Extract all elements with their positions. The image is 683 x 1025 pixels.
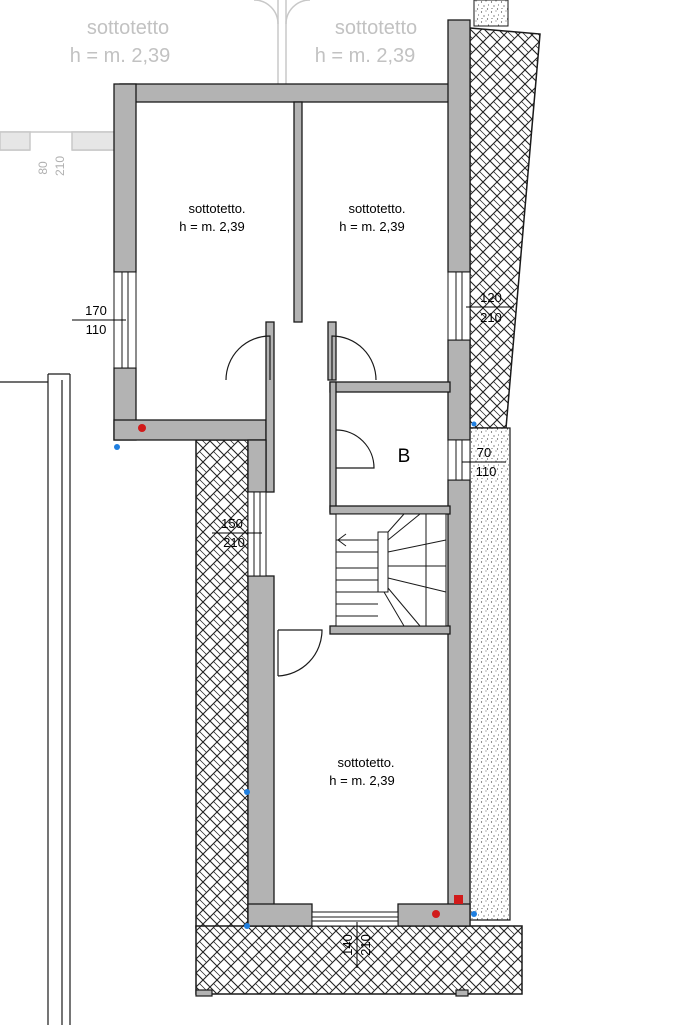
opening-3-height: 110 [476,464,497,479]
blue-marker [244,923,250,929]
room-1-name: sottotetto. [188,201,245,216]
opening-1-height: 110 [86,322,107,337]
opening-dimension-3: 70 110 [462,445,506,479]
opening-dimension-5: 140 210 [340,922,373,968]
door-swings [225,335,377,677]
neighbor-room-2-name: sottotetto [335,17,417,39]
opening-1-width: 170 [85,303,107,318]
room-3-height: h = m. 2,39 [329,773,394,788]
blue-marker [114,444,120,450]
neighbor-room-1-height: h = m. 2,39 [70,45,171,67]
opening-4-width: 150 [221,516,243,531]
opening-2-width: 120 [480,290,502,305]
staircase [335,513,447,627]
neighbor-opening-height: 210 [53,156,67,176]
neighbor-room-2-height: h = m. 2,39 [315,45,416,67]
room-2-height: h = m. 2,39 [339,219,404,234]
red-marker [432,910,440,918]
left-building-edge [0,373,71,1025]
walls [113,19,471,927]
opening-dimension-4: 150 210 [212,516,262,550]
opening-3-width: 70 [477,445,491,460]
blue-marker [471,421,477,427]
room-1-height: h = m. 2,39 [179,219,244,234]
terrace-left-strip [195,439,249,929]
opening-dimension-1: 170 110 [72,303,126,337]
neighbor-opening-width: 80 [36,161,50,175]
opening-5-height: 210 [358,934,373,956]
markers [114,421,477,929]
opening-4-height: 210 [223,535,245,550]
bathroom-label: B [398,446,411,467]
blue-marker [471,911,477,917]
top-right-gravel [473,0,509,27]
room-3-name: sottotetto. [337,755,394,770]
red-square-marker [454,895,463,904]
blue-marker [244,789,250,795]
terrace-right-top [469,27,541,429]
opening-2-height: 210 [480,310,502,325]
opening-dimension-2: 120 210 [466,290,514,325]
windows [113,271,471,927]
red-marker [138,424,146,432]
bottom-edges [195,989,469,997]
neighbor-unit [0,0,311,151]
neighbor-room-1-name: sottotetto [87,17,169,39]
opening-5-width: 140 [340,934,355,956]
gravel-strip [469,427,511,921]
room-2-name: sottotetto. [348,201,405,216]
